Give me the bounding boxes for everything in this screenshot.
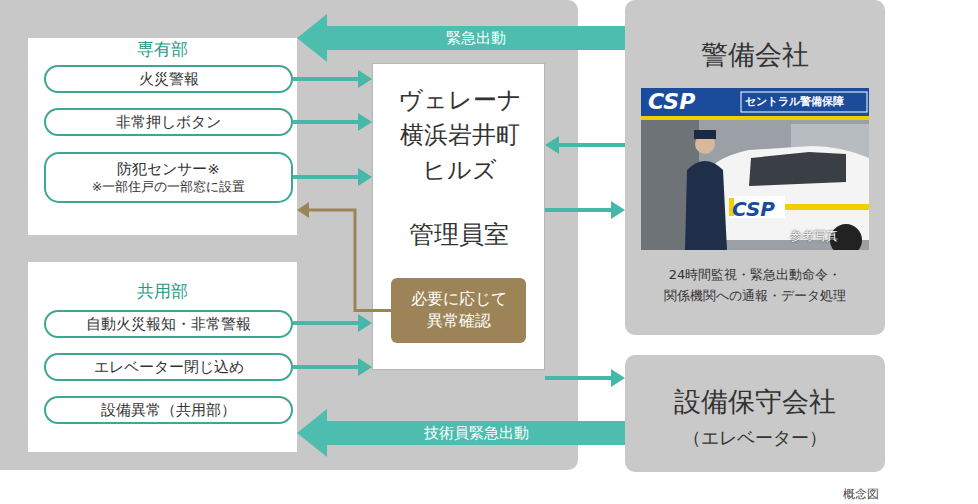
node-text: 設備異常（共用部） (101, 401, 236, 420)
item-pill: 設備異常（共用部） (44, 396, 293, 424)
area-box: 専有部火災警報非常押しボタン防犯センサー※※一部住戸の一部窓に設置 (28, 38, 297, 235)
company-note: （エレベーター） (625, 426, 885, 449)
arrow-line (293, 365, 361, 369)
item-pill: 防犯センサー※※一部住戸の一部窓に設置 (44, 152, 293, 203)
arrow-head (358, 168, 372, 186)
signal-arrow (545, 201, 625, 219)
signal-arrow (293, 314, 372, 332)
signal-arrow (293, 358, 372, 376)
node-text: 火災警報 (139, 70, 199, 89)
node-text: 自動火災報知・非常警報 (86, 315, 251, 334)
node-text: ヴェレーナ 横浜岩井町 ヒルズ (390, 83, 530, 188)
photo-car-stripe (783, 204, 869, 210)
photo-guard-cap (694, 130, 716, 139)
arrow-line (293, 321, 361, 325)
company-title: 警備会社 (625, 40, 885, 70)
arrow-head (358, 358, 372, 376)
photo-car-window (749, 152, 846, 186)
dispatch-arrow (297, 409, 625, 457)
area-box: 共用部自動火災報知・非常警報エレベーター閉じ込め設備異常（共用部） (28, 262, 297, 452)
node-text: 非常押しボタン (116, 113, 221, 132)
arrow-head (297, 202, 309, 218)
check-box: 必要に応じて 異常確認 (391, 278, 526, 343)
node-text: ※一部住戸の一部窓に設置 (92, 179, 245, 195)
arrow-head (358, 314, 372, 332)
signal-arrow (293, 168, 372, 186)
arrow-head (611, 369, 625, 387)
caption: 概念図 (843, 487, 879, 501)
photo-sign-panel (741, 92, 867, 112)
photo-guard-body (685, 161, 727, 250)
arrow-head (358, 113, 372, 131)
node-text: 防犯センサー※ (117, 160, 219, 179)
node-text: 管理員室 (373, 219, 544, 252)
arrow-line (556, 143, 625, 147)
item-pill: 非常押しボタン (44, 108, 293, 136)
arrow-head (611, 201, 625, 219)
arrow-line (293, 77, 361, 81)
company-note: 24時間監視・緊急出動命令・ 関係機関への通報・データ処理 (635, 264, 875, 307)
signal-arrow (545, 369, 625, 387)
area-heading: 専有部 (28, 38, 297, 60)
photo-label: CSP (732, 197, 775, 221)
node-text: 必要に応じて 異常確認 (403, 289, 515, 332)
item-pill: エレベーター閉じ込め (44, 353, 293, 381)
area-heading: 共用部 (28, 280, 297, 302)
arrow-line (545, 208, 614, 212)
edge-label: 技術員緊急出動 (424, 424, 529, 442)
dispatch-arrow (297, 14, 625, 62)
photo-sign-stripe (641, 116, 869, 120)
photo-label: セントラル警備保障 (745, 95, 844, 108)
arrow-line (293, 175, 361, 179)
edge-label: 緊急出動 (446, 29, 506, 47)
item-pill: 自動火災報知・非常警報 (44, 310, 293, 338)
signal-arrow (293, 113, 372, 131)
control-room-box: ヴェレーナ 横浜岩井町 ヒルズ管理員室必要に応じて 異常確認 (372, 63, 545, 370)
item-pill: 火災警報 (44, 65, 293, 93)
arrow-head (545, 136, 559, 154)
arrow-head (358, 70, 372, 88)
signal-arrow (545, 136, 625, 154)
photo-background (641, 88, 869, 250)
arrow-line (293, 120, 361, 124)
signal-arrow (293, 70, 372, 88)
photo-label: CSP (648, 89, 695, 115)
arrow-line (545, 376, 614, 380)
company-title: 設備保守会社 (625, 387, 885, 417)
photo-label: 参考写真 (790, 229, 838, 243)
company-box: 設備保守会社 （エレベーター） (625, 355, 885, 472)
photo-sign (641, 88, 869, 118)
arrow-band (297, 14, 625, 62)
arrow-band (297, 409, 625, 457)
node-text: エレベーター閉じ込め (94, 358, 244, 377)
